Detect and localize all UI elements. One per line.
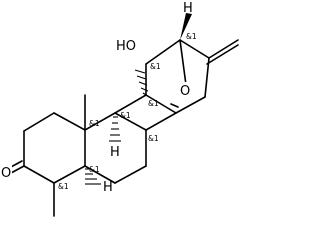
ketone-oxygen-label: O <box>1 166 11 181</box>
stereo-label-c-8: &1 <box>148 134 159 143</box>
upper-cage-bonds <box>114 39 210 131</box>
bridgehead-h-label: H <box>183 1 193 16</box>
stereo-label-c-bridge-top: &1 <box>186 32 197 41</box>
stereo-bonds <box>85 13 192 185</box>
atom-labels: HO O O H H H <box>0 1 193 195</box>
ring-a-bonds <box>23 112 86 184</box>
exocyclic-methylene-bonds <box>206 39 239 65</box>
stereo-label-c-10: &1 <box>89 119 100 128</box>
stereo-label-c-9: &1 <box>120 111 131 120</box>
ring-b-bonds <box>84 112 147 184</box>
junction-h-center-label: H <box>110 145 120 160</box>
stereo-label-c-oh: &1 <box>150 62 161 71</box>
ether-oxygen-label: O <box>180 84 190 99</box>
junction-h-lower-label: H <box>103 180 113 195</box>
chemical-structure-diagram: HO O O H H H &1 &1 &1 &1 &1 &1 &1 &1 <box>0 1 239 217</box>
hydroxyl-label: HO <box>116 39 136 54</box>
ether-bridge-bonds <box>170 39 187 108</box>
stereo-label-c-5: &1 <box>89 165 100 174</box>
stereo-label-c-4: &1 <box>58 182 69 191</box>
stereo-label-c-10-upper: &1 <box>148 99 159 108</box>
stereo-labels: &1 &1 &1 &1 &1 &1 &1 &1 <box>58 32 197 191</box>
methyl-bonds <box>53 94 86 217</box>
